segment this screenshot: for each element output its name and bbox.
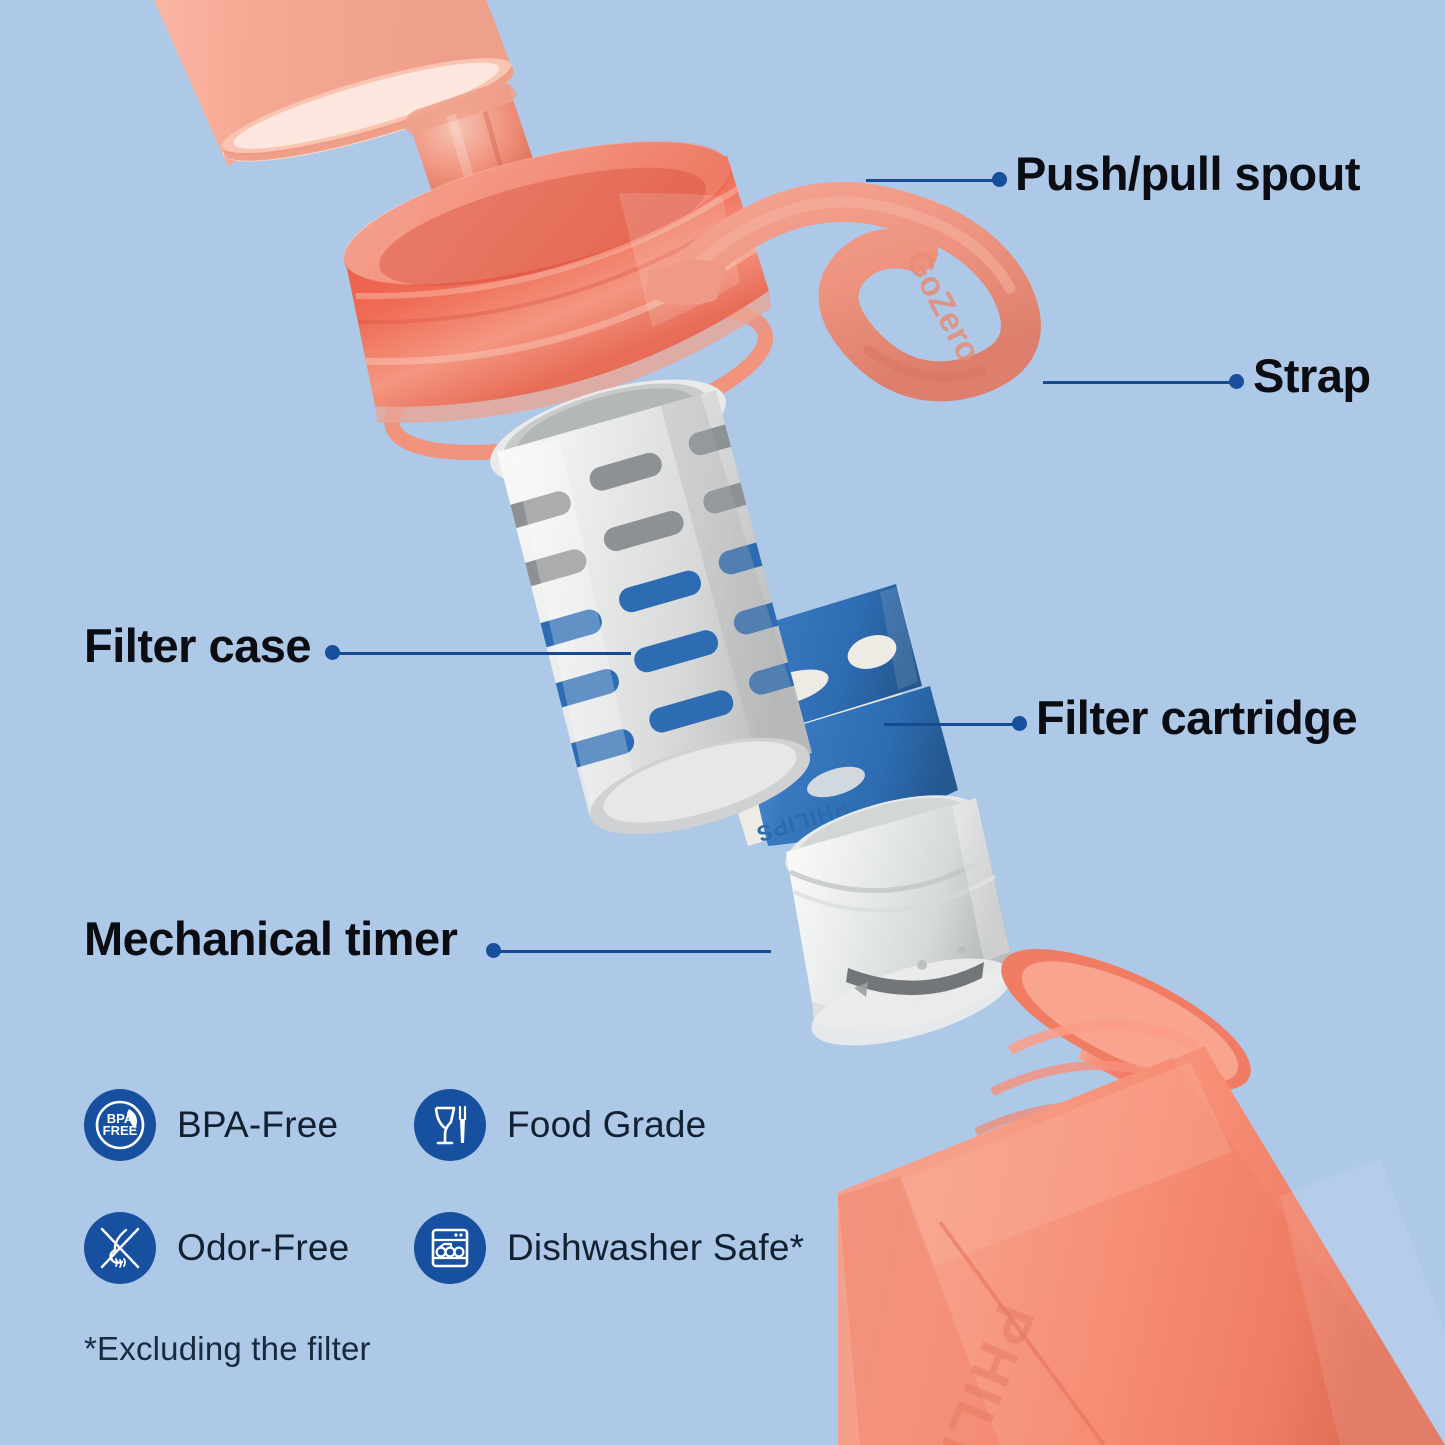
leader-dot-filter-cartridge [1012,716,1027,731]
leader-line-filter-case [331,652,631,655]
odor-free-icon [84,1211,156,1284]
leader-dot-strap [1229,374,1244,389]
feature-odor-free: Odor-Free [84,1211,414,1284]
svg-text:BPA: BPA [107,1111,134,1126]
bpa-free-icon: BPA FREE [84,1088,156,1161]
timer-indicator-arrow [854,982,868,997]
svg-text:FREE: FREE [103,1123,138,1138]
leader-dot-filter-case [325,645,340,660]
callout-label-filter-case: Filter case [84,619,312,672]
feature-dishwasher-safe: Dishwasher Safe* [414,1211,805,1284]
leader-dot-push-pull-spout [992,172,1007,187]
feature-bpa-free: BPA FREE BPA-Free [84,1088,414,1161]
callout-label-filter-cartridge: Filter cartridge [1036,691,1358,744]
feature-food-grade: Food Grade [414,1088,707,1161]
dishwasher-safe-icon [414,1211,486,1284]
feature-row-2: Odor-Free Dishwasher [84,1186,884,1309]
feature-row-1: BPA FREE BPA-Free [84,1063,884,1186]
callout-label-strap: Strap [1253,349,1371,402]
bottle-upper-body [92,0,514,166]
footnote-text: *Excluding the filter [84,1330,371,1367]
callout-label-push-pull-spout: Push/pull spout [1015,147,1360,200]
leader-line-filter-cartridge [884,723,1018,726]
bottle-cap [343,140,773,460]
feature-badge-list: BPA FREE BPA-Free [84,1063,884,1309]
leader-line-mechanical-timer [497,950,771,953]
leader-line-strap [1043,381,1237,384]
feature-label-food-grade: Food Grade [507,1103,707,1145]
feature-label-odor-free: Odor-Free [177,1226,350,1268]
leader-line-push-pull-spout [866,179,998,182]
filter-case [490,379,812,835]
feature-label-bpa-free: BPA-Free [177,1103,339,1145]
bottle-lower-body: PHILIPS [838,948,1445,1445]
feature-label-dishwasher-safe: Dishwasher Safe* [507,1226,805,1268]
callout-label-mechanical-timer: Mechanical timer [84,912,458,965]
leader-dot-mechanical-timer [486,943,501,958]
mechanical-timer [785,795,1016,1046]
food-grade-icon [414,1088,486,1161]
